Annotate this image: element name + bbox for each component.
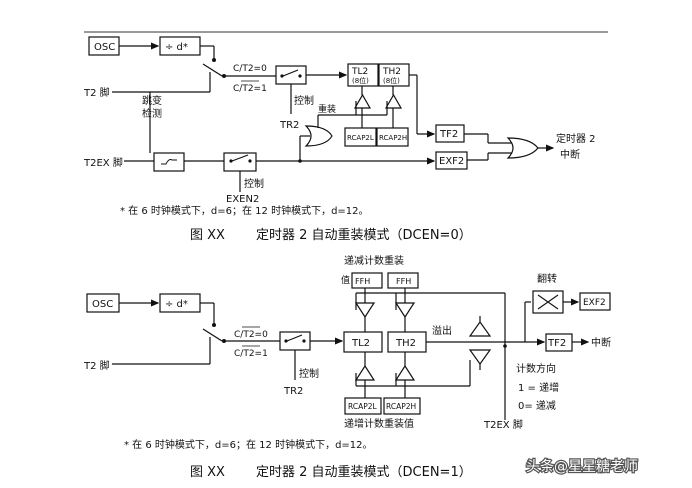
th2-label: TH2: [395, 338, 416, 349]
up-buffer-th: [394, 364, 416, 381]
ffh-box-2: [387, 272, 419, 289]
rcap2h-label: RCAP2H: [386, 402, 416, 411]
value-label: 值: [341, 274, 350, 286]
rcap2l-register: [344, 397, 382, 415]
caption-fig-dcen1: 图 XX: [190, 465, 225, 480]
rcap2l-register: [344, 127, 377, 147]
rcap2l-label: RCAP2L: [348, 402, 377, 411]
toggle-label: 翻转: [537, 272, 557, 285]
note-dcen1: * 在 6 时钟模式下，d=6；在 12 时钟模式下，d=12。: [124, 438, 373, 451]
osc-label: OSC: [94, 42, 115, 53]
caption-text-dcen0: 定时器 2 自动重装模式（DCEN=0）: [256, 227, 472, 243]
count-dir-label: 计数方向: [516, 362, 556, 375]
up-reload-label: 递增计数重装值: [344, 417, 414, 430]
tl2-label: TL2: [351, 338, 370, 349]
t2-pin-label: T2 脚: [83, 86, 110, 99]
svg-text:(8位): (8位): [383, 76, 400, 85]
rcap2h-register: [383, 397, 421, 415]
reload-buffer-tl: [353, 93, 372, 109]
rcap2h-register: [376, 127, 409, 147]
tl2-register: [343, 331, 383, 353]
th2-label: TH2: [382, 67, 401, 77]
tf2-label: TF2: [439, 129, 458, 140]
svg-text:FFH: FFH: [355, 277, 370, 286]
control2-label: 控制: [244, 177, 264, 190]
diagram-dcen0: OSC ÷ d* C/T2=0 C/T2=1 T2 脚 跳变 检测 控制 TR2…: [83, 36, 596, 243]
ct2-0-label: C/T2=0: [233, 64, 267, 74]
caption-fig-dcen0: 图 XX: [190, 228, 225, 243]
divider-label: ÷ d*: [165, 299, 188, 310]
count-dir-down: 0= 递减: [518, 399, 556, 412]
reload-buffer-th: [384, 93, 403, 109]
exf2-label: EXF2: [439, 156, 464, 167]
tl2-register: [347, 63, 379, 87]
exf2-flag: [579, 292, 611, 311]
reload-label: 重装: [318, 103, 336, 115]
ct2-1-label: C/T2=1: [234, 349, 268, 359]
osc-label: OSC: [92, 299, 113, 310]
count-dir-up: 1 = 递增: [518, 381, 559, 394]
timer2-irq-label-1: 定时器 2: [556, 132, 596, 145]
tr2-label: TR2: [279, 120, 299, 131]
dir-buffer-down: [468, 349, 492, 366]
down-buffer-tl: [354, 302, 376, 319]
jump-detect-label-2: 检测: [142, 107, 162, 120]
interrupt-or-gate: [506, 137, 539, 159]
ct2-0-label: C/T2=0: [234, 330, 268, 340]
rcap2h-label: RCAP2H: [379, 134, 407, 142]
watermark: 头条@星星糖老师: [526, 458, 638, 475]
down-reload-label: 递减计数重装: [344, 254, 404, 267]
exen2-label: EXEN2: [226, 194, 259, 205]
ct2-1-label: C/T2=1: [233, 84, 267, 94]
note-dcen0: * 在 6 时钟模式下，d=6；在 12 时钟模式下，d=12。: [120, 204, 369, 217]
caption-text-dcen1: 定时器 2 自动重装模式（DCEN=1）: [256, 464, 472, 480]
t2ex-pin-label: T2EX 脚: [483, 418, 523, 431]
t2ex-pin-label: T2EX 脚: [83, 156, 123, 169]
overflow-label: 溢出: [432, 324, 452, 337]
down-buffer-th: [394, 302, 416, 319]
control-label: 控制: [299, 367, 319, 380]
ffh-box-1: [351, 272, 383, 289]
interrupt-label: 中断: [591, 336, 611, 349]
diagram-dcen1: OSC ÷ d* C/T2=0 C/T2=1 T2 脚 控制 TR2 递减计数重…: [83, 254, 611, 480]
rcap2l-label: RCAP2L: [347, 134, 374, 142]
up-buffer-tl: [354, 364, 376, 381]
edge-detector-box: [153, 152, 185, 172]
svg-text:FFH: FFH: [396, 277, 411, 286]
tf2-label: TF2: [547, 338, 566, 349]
exf2-label: EXF2: [583, 298, 606, 308]
divider-label: ÷ d*: [165, 42, 188, 53]
reload-or-gate: [304, 125, 333, 147]
tl2-label: TL2: [351, 67, 368, 77]
tr2-switch-box: [275, 65, 307, 85]
control-label: 控制: [294, 94, 314, 107]
svg-text:(8位): (8位): [352, 76, 369, 85]
dir-buffer-up: [468, 320, 492, 337]
t2-pin-label: T2 脚: [83, 359, 110, 372]
timer2-irq-label-2: 中断: [560, 148, 580, 161]
jump-detect-label-1: 跳变: [142, 94, 162, 107]
tr2-label: TR2: [283, 386, 303, 397]
